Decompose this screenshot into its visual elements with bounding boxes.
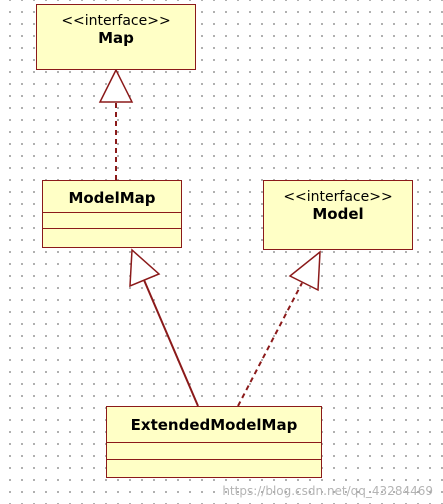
realization-arrowhead-map bbox=[98, 68, 134, 103]
map-stereotype: <<interface>> bbox=[61, 13, 171, 29]
map-class-name: Map bbox=[98, 29, 134, 47]
extendedmodelmap-operations-compartment bbox=[107, 459, 321, 478]
map-interface-box[interactable]: <<interface>> Map bbox=[36, 4, 196, 70]
model-interface-box[interactable]: <<interface>> Model bbox=[263, 180, 413, 250]
generalization-arrowhead-modelmap bbox=[129, 248, 161, 288]
modelmap-class-box[interactable]: ModelMap bbox=[42, 180, 182, 248]
realization-arrowhead-model bbox=[288, 250, 321, 292]
extendedmodelmap-class-box[interactable]: ExtendedModelMap bbox=[106, 406, 322, 478]
modelmap-operations-compartment bbox=[43, 228, 181, 247]
realization-line-extended-model bbox=[237, 282, 303, 407]
modelmap-attributes-compartment bbox=[43, 212, 181, 227]
generalization-line-extended-modelmap bbox=[143, 279, 199, 407]
modelmap-class-name: ModelMap bbox=[68, 189, 156, 207]
watermark-text: https://blog.csdn.net/qq_43284469 bbox=[222, 484, 433, 498]
model-class-name: Model bbox=[312, 205, 364, 223]
extendedmodelmap-attributes-compartment bbox=[107, 442, 321, 457]
model-stereotype: <<interface>> bbox=[283, 189, 393, 205]
extendedmodelmap-class-name: ExtendedModelMap bbox=[130, 416, 298, 434]
